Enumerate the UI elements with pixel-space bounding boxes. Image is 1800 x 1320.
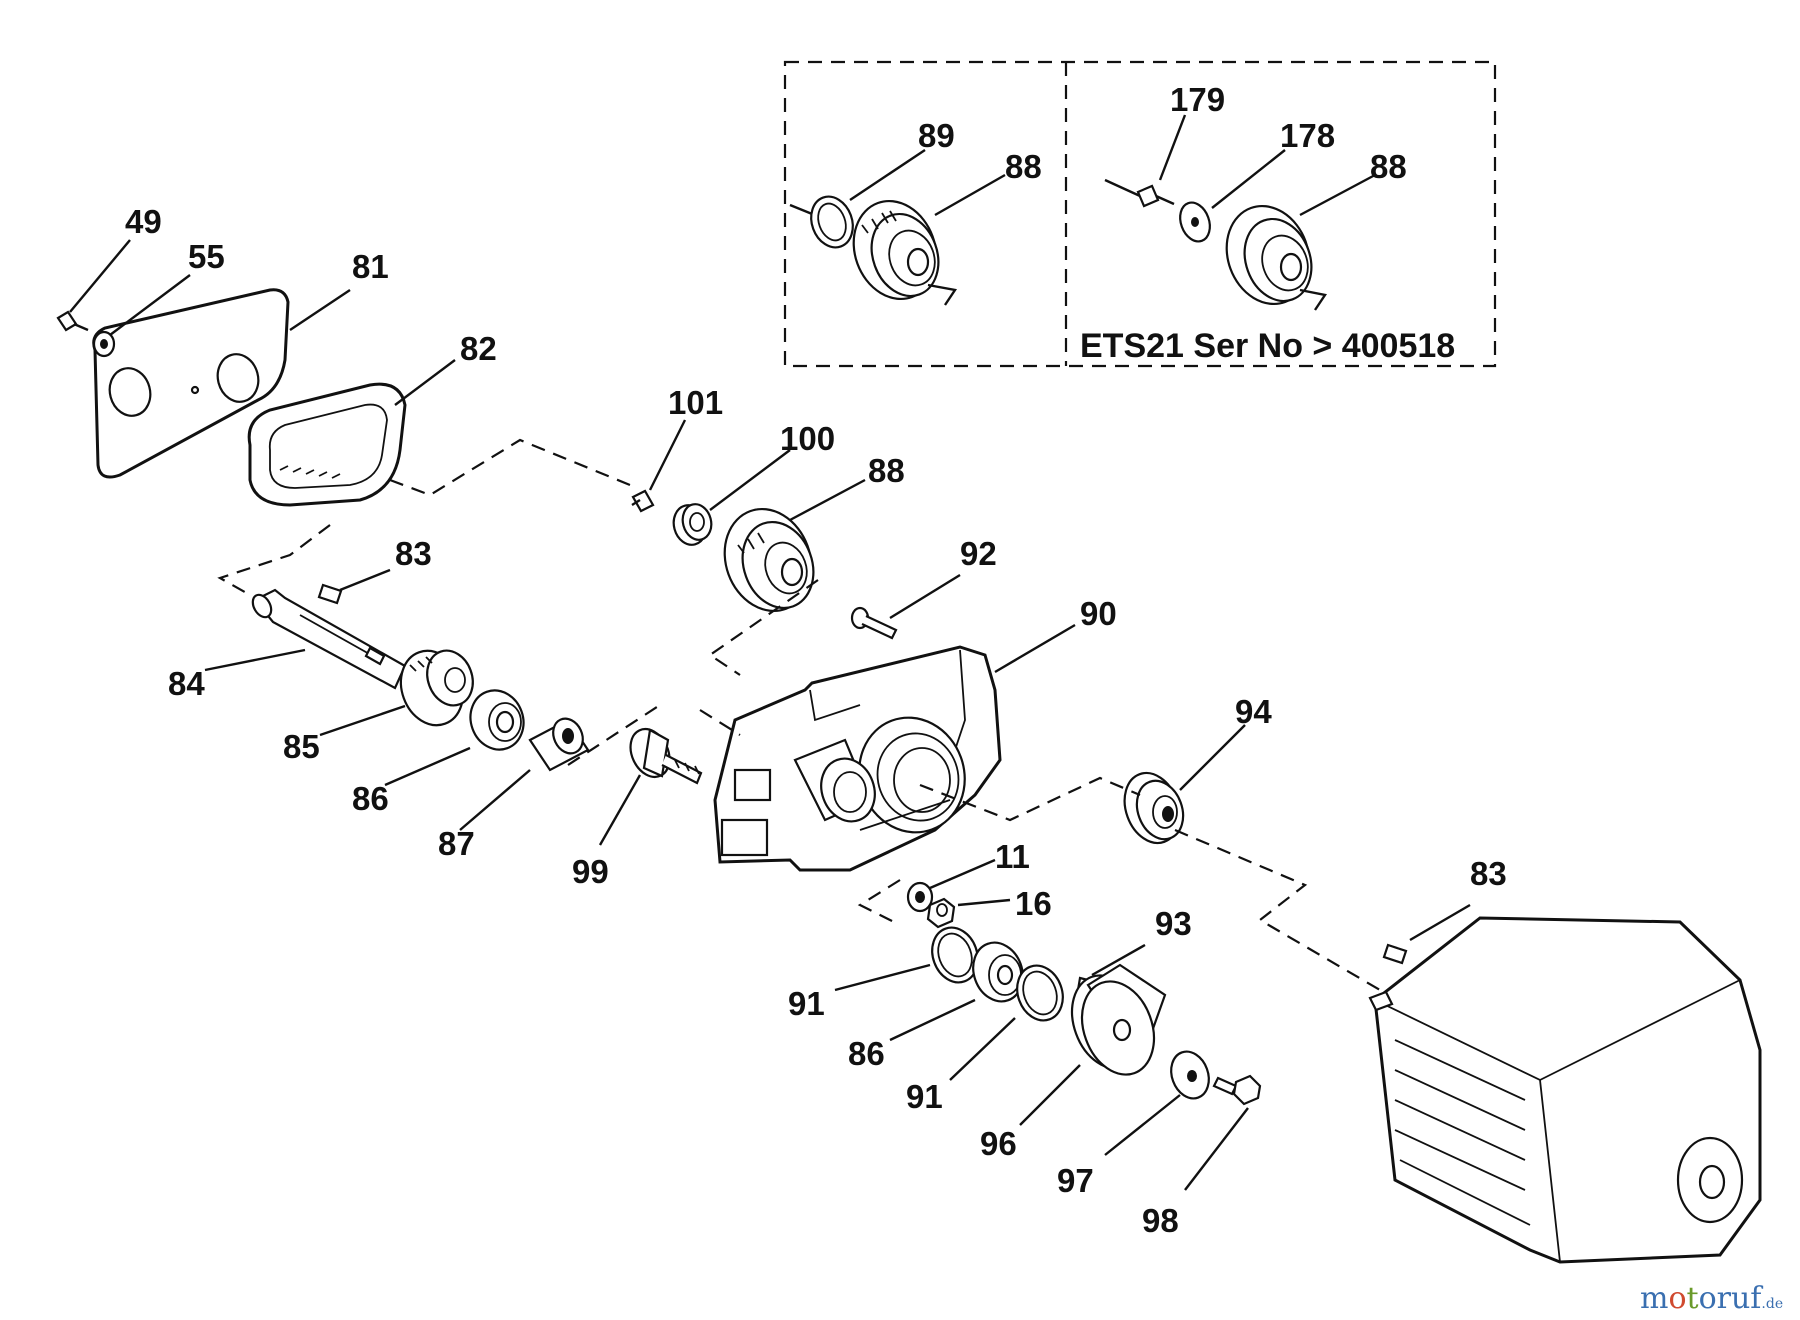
label-86a: 86 [352,780,389,817]
label-179: 179 [1170,81,1225,118]
bearing-86b [972,941,1024,1003]
bearing-94 [1123,771,1185,845]
label-55: 55 [188,238,225,275]
motor [1368,916,1762,1264]
inset-left-sprocket-assembly [789,195,958,306]
label-94: 94 [1235,693,1272,730]
sprocket-88 [723,507,815,613]
label-88a: 88 [868,452,905,489]
label-97: 97 [1057,1162,1094,1199]
label-100: 100 [780,420,835,457]
assembly-dashed-lines [217,438,1381,991]
inset-leaders [849,114,1376,217]
screw-49 [56,310,89,332]
part-labels: 49 55 81 82 101 100 88 92 83 84 85 86 87… [125,81,1507,1239]
inset-right-sprocket-assembly [1104,178,1327,311]
inset-caption: ETS21 Ser No > 400518 [1080,327,1455,365]
label-83b: 83 [1470,855,1507,892]
label-11: 11 [995,838,1030,875]
label-81: 81 [352,248,389,285]
washer-11 [906,881,934,913]
label-96: 96 [980,1125,1017,1162]
label-87: 87 [438,825,475,862]
drive-belt [247,382,407,507]
label-89: 89 [918,117,955,154]
label-88c: 88 [1370,148,1407,185]
label-82: 82 [460,330,497,367]
key-83b [1382,943,1408,965]
spacer-100 [672,503,713,546]
pinion-85 [399,649,474,727]
label-83a: 83 [395,535,432,572]
label-98: 98 [1142,1202,1179,1239]
shaft-84 [251,588,407,690]
cover-plate [92,288,290,479]
leader-lines [69,239,1471,1191]
circlip-91a [931,926,979,984]
bolt-98 [1212,1074,1262,1106]
gear-housing-90 [713,645,1002,872]
svg-text:motoruf.de: motoruf.de [1640,1281,1783,1316]
label-88b: 88 [1005,148,1042,185]
nut-16 [926,897,956,929]
label-84: 84 [168,665,205,702]
screw-101 [631,489,655,513]
bearing-86a [469,689,525,751]
label-92: 92 [960,535,997,572]
label-101: 101 [668,384,723,421]
circlip-91b [1016,964,1064,1022]
sleeve-87 [528,717,590,772]
label-90: 90 [1080,595,1117,632]
watermark-logo: motoruf.de [1640,1281,1783,1316]
label-93: 93 [1155,905,1192,942]
label-16: 16 [1015,885,1052,922]
label-86b: 86 [848,1035,885,1072]
hub-96 [1070,963,1167,1076]
label-85: 85 [283,728,320,765]
label-99: 99 [572,853,609,890]
label-49: 49 [125,203,162,240]
label-91a: 91 [788,985,825,1022]
key-83 [317,583,343,605]
label-178: 178 [1280,117,1335,154]
washer-55 [92,330,116,358]
stud-99 [629,727,703,785]
washer-97 [1170,1050,1210,1100]
bolt-92 [850,606,898,640]
label-91b: 91 [906,1078,943,1115]
inset-box [783,60,1497,368]
